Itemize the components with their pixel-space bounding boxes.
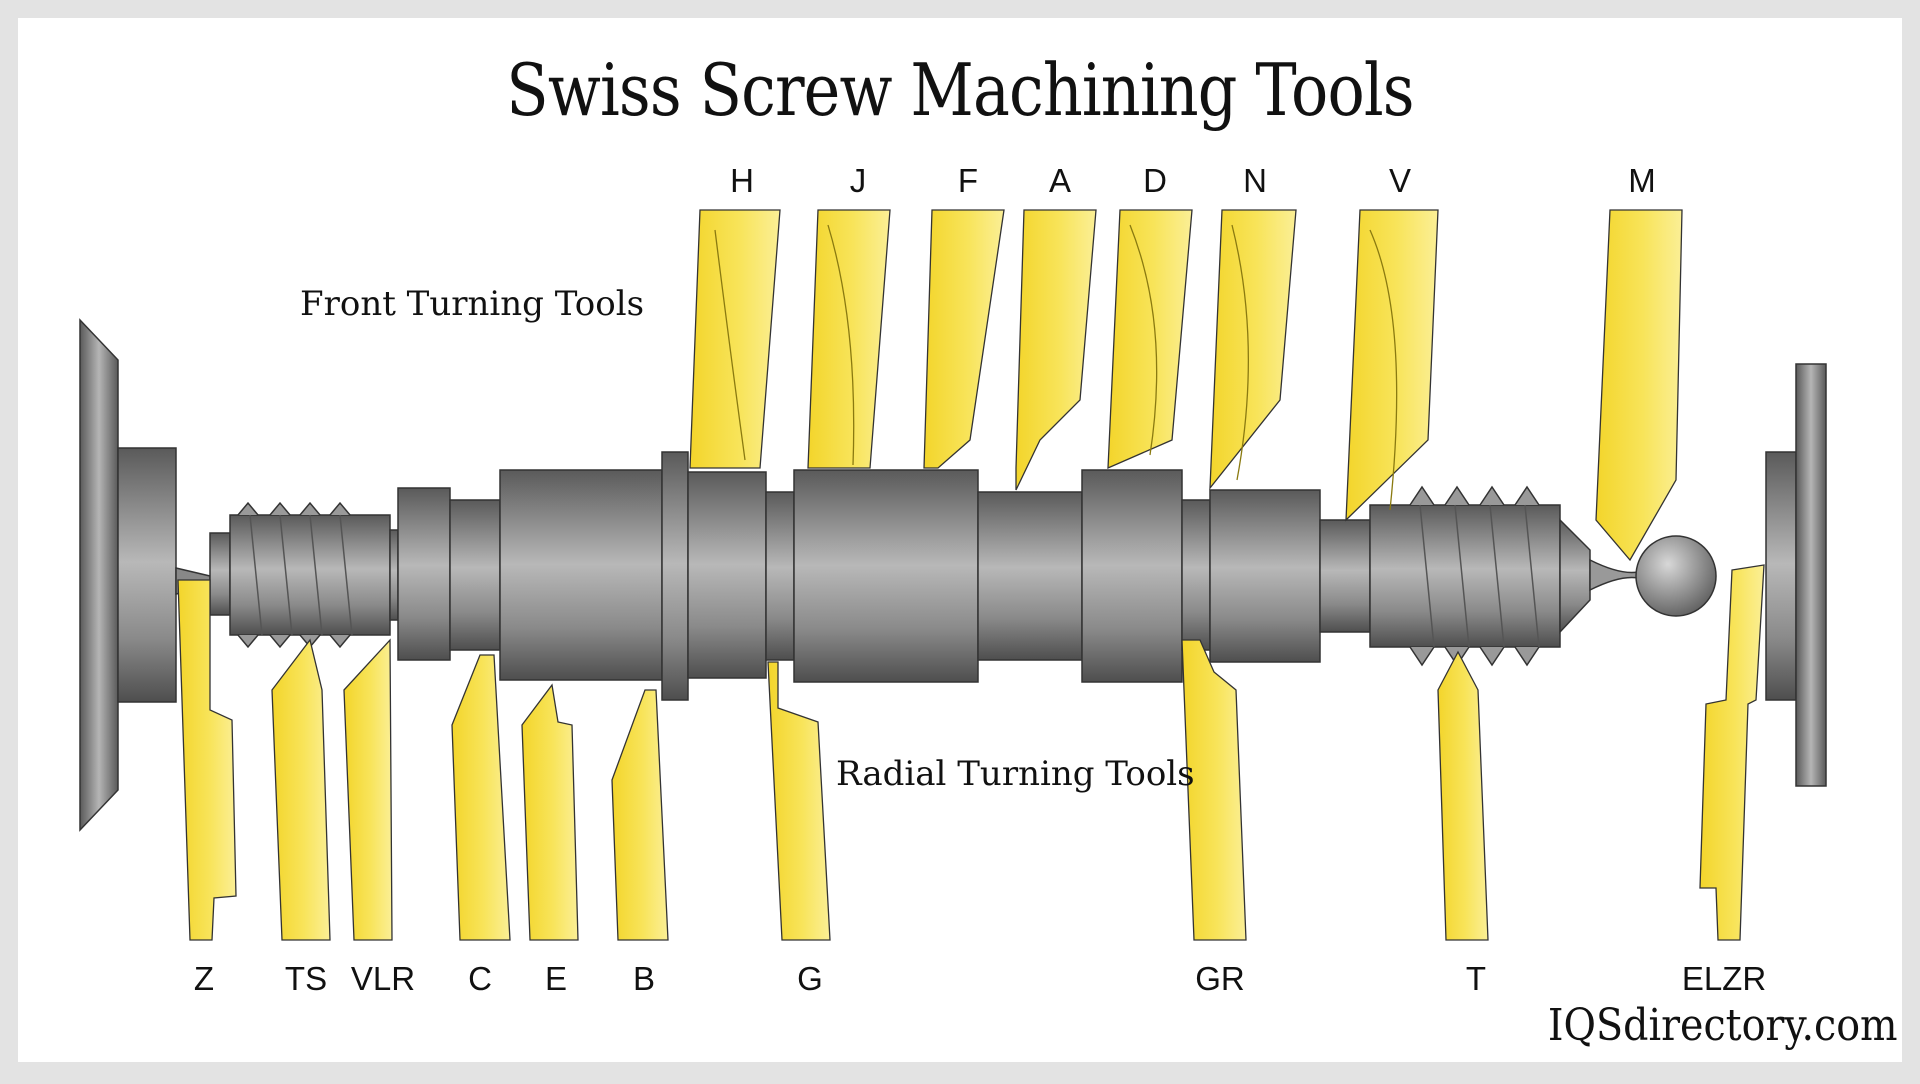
- right-chuck: [1765, 363, 1827, 787]
- tool-label-E: E: [545, 960, 567, 997]
- brand-watermark: IQSdirectory.com: [1548, 1000, 1898, 1051]
- tool-D-shape: [1107, 209, 1193, 470]
- tool-label-N: N: [1243, 162, 1267, 199]
- tool-E-shape: [521, 683, 579, 941]
- tool-label-TS: TS: [285, 960, 327, 997]
- tool-label-T: T: [1466, 960, 1486, 997]
- tool-ELZR-shape: [1699, 564, 1765, 941]
- workpiece-shaft: [229, 451, 1717, 701]
- radial-turning-tools-label: Radial Turning Tools: [836, 754, 1195, 794]
- diagram-title: Swiss Screw Machining Tools: [506, 48, 1414, 132]
- tool-F-shape: [923, 209, 1005, 469]
- tool-V-shape: [1345, 209, 1439, 522]
- tool-label-VLR: VLR: [351, 960, 415, 997]
- tool-label-V: V: [1389, 162, 1411, 199]
- tool-B-shape: [611, 689, 669, 941]
- tool-A-shape: [1015, 209, 1097, 491]
- top-tool-labels: H J F A D N V M: [730, 162, 1656, 199]
- tool-label-B: B: [633, 960, 655, 997]
- tool-Z-shape: [177, 579, 237, 941]
- tool-label-A: A: [1049, 162, 1071, 199]
- front-turning-tools-label: Front Turning Tools: [300, 284, 645, 324]
- bottom-tools: [177, 564, 1765, 941]
- tool-label-D: D: [1143, 162, 1167, 199]
- tool-TS-shape: [271, 638, 331, 941]
- tool-label-GR: GR: [1195, 960, 1245, 997]
- tool-label-C: C: [468, 960, 492, 997]
- tool-GR-shape: [1181, 639, 1247, 941]
- tool-G-shape: [767, 661, 831, 941]
- tool-label-H: H: [730, 162, 754, 199]
- tool-T-shape: [1437, 650, 1489, 941]
- tool-label-F: F: [958, 162, 978, 199]
- tool-label-G: G: [797, 960, 823, 997]
- tool-label-M: M: [1628, 162, 1656, 199]
- tool-C-shape: [451, 654, 511, 941]
- top-tools: [689, 209, 1683, 562]
- tool-N-shape: [1209, 209, 1297, 490]
- tool-H-shape: [689, 209, 781, 469]
- tool-J-shape: [807, 209, 891, 469]
- tool-M-shape: [1595, 209, 1683, 562]
- tool-label-ELZR: ELZR: [1682, 960, 1766, 997]
- tool-VLR-shape: [343, 638, 393, 941]
- tool-label-Z: Z: [194, 960, 214, 997]
- bottom-tool-labels: Z TS VLR C E B G GR T ELZR: [194, 960, 1766, 997]
- tool-label-J: J: [850, 162, 867, 199]
